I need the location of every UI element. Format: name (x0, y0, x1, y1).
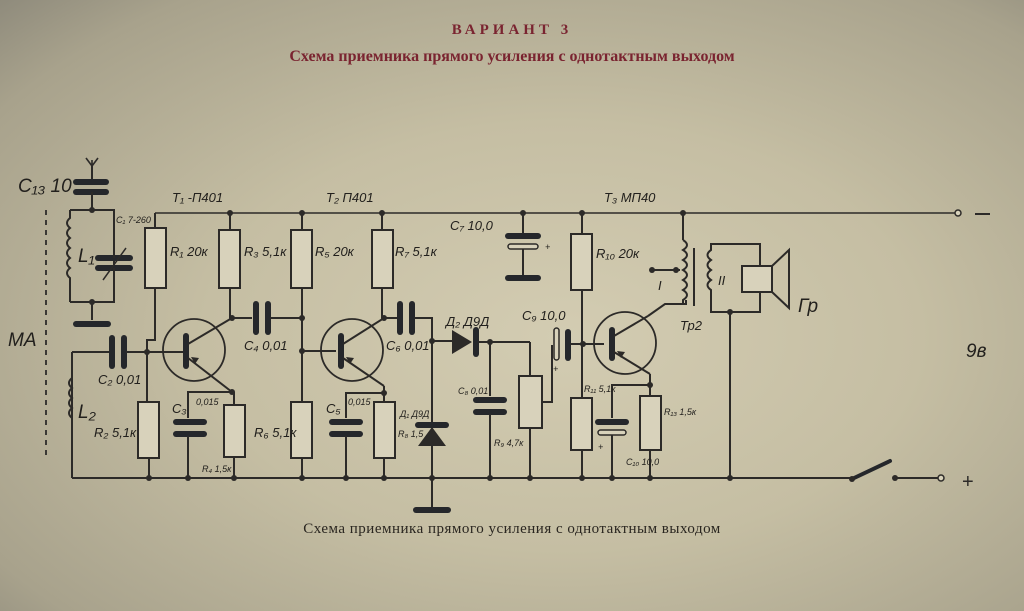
d2-diode (452, 327, 479, 357)
label-c3-value: 0,015 (196, 397, 220, 407)
schematic-subtitle: Схема приемника прямого усиления с однот… (289, 48, 735, 65)
positive-terminal[interactable] (937, 474, 945, 482)
l2-coil (68, 352, 74, 478)
label-t1: T₁ -П401 (172, 190, 223, 205)
l1-coil (66, 210, 72, 302)
label-c4: C₄ 0,01 (244, 338, 288, 353)
label-c6: C₆ 0,01 (386, 338, 430, 353)
label-r4: R₄ 1,5к (202, 464, 232, 474)
label-c1: C₁ 7-260 (116, 215, 151, 225)
label-d2: Д₂ Д9Д (444, 314, 489, 329)
label-r9: R₉ 4,7к (494, 438, 524, 448)
r5-resistor (290, 229, 313, 289)
r7-resistor (371, 229, 394, 289)
label-ma: МА (8, 330, 37, 351)
label-c10-plus: + (598, 442, 603, 452)
label-c10: C₁₀ 10,0 (626, 457, 659, 467)
d1-diode (415, 422, 449, 446)
label-speaker: Гр (798, 296, 818, 317)
label-tr2: Тр2 (680, 318, 703, 333)
label-t2: T₂ П401 (326, 190, 374, 205)
variant-title: ВАРИАНТ 3 (451, 22, 573, 38)
t1-transistor (162, 318, 226, 382)
label-l2: L₂ (78, 402, 97, 423)
label-c7-plus: + (545, 242, 550, 252)
r4-resistor (223, 404, 246, 458)
r13-resistor (639, 395, 662, 451)
label-r10: R₁₀ 20к (596, 246, 640, 261)
label-plus-terminal: + (962, 471, 974, 493)
t2-transistor (320, 318, 384, 382)
label-r13: R₁₃ 1,5к (664, 407, 697, 417)
label-r3: R₃ 5,1к (244, 244, 287, 259)
r3-resistor (218, 229, 241, 289)
label-r6: R₆ 5,1к (254, 425, 297, 440)
c9-capacitor (553, 327, 560, 361)
power-switch[interactable] (850, 459, 892, 481)
negative-terminal[interactable] (954, 209, 962, 217)
label-r11: R₁₁ 5,1к (584, 384, 616, 394)
tr2-secondary-winding (706, 246, 713, 310)
label-c3: C₃ (172, 401, 187, 416)
label-winding-2: II (718, 273, 726, 288)
label-c9-plus: + (553, 364, 558, 374)
label-c5: C₅ (326, 401, 341, 416)
label-r8: R₈ 1,5 (398, 429, 424, 439)
label-l1: L₁ (78, 246, 95, 267)
label-r7: R₇ 5,1к (395, 244, 438, 259)
r11-resistor (570, 397, 593, 451)
tr2-primary-winding (681, 239, 688, 304)
label-c2: C₂ 0,01 (98, 372, 141, 387)
label-d1: Д₁ Д9Д (399, 409, 430, 419)
r10-resistor (570, 233, 593, 291)
label-c7: C₇ 10,0 (450, 218, 494, 233)
label-r1: R₁ 20к (170, 244, 209, 259)
schematic-caption: Схема приемника прямого усиления с однот… (303, 521, 721, 537)
label-c13: C₁₃ 10 (18, 176, 72, 197)
r2-resistor (137, 401, 160, 459)
speaker-icon (741, 247, 790, 311)
label-c9: C₉ 10,0 (522, 308, 566, 323)
label-r2: R₂ 5,1к (94, 425, 137, 440)
t3-transistor (593, 311, 657, 375)
r8-resistor (373, 401, 396, 459)
label-t3: T₃ МП40 (604, 190, 656, 205)
label-c5-value: 0,015 (348, 397, 372, 407)
r9-potentiometer (518, 375, 543, 429)
r1-resistor (144, 227, 167, 289)
label-winding-1: I (658, 278, 662, 293)
label-c8: C₈ 0,01 (458, 386, 488, 396)
label-r5: R₅ 20к (315, 244, 355, 259)
label-battery-voltage: 9в (966, 341, 987, 362)
